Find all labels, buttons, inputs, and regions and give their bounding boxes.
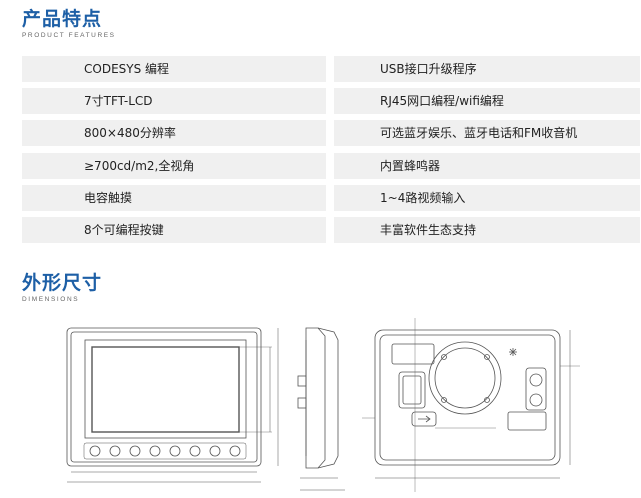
feature-left: 电容触摸: [22, 184, 326, 211]
features-title: 产品特点: [22, 8, 103, 30]
side-view: [297, 327, 345, 491]
feature-left: ≥700cd/m2,全视角: [22, 152, 326, 179]
feature-right: 可选蓝牙娱乐、蓝牙电话和FM收音机: [334, 120, 640, 147]
feature-left: CODESYS 编程: [22, 56, 326, 82]
usb-icon: [418, 415, 431, 423]
connector-icon: [398, 371, 426, 409]
features-subtitle: PRODUCT FEATURES: [22, 32, 116, 39]
front-buttons: [83, 442, 247, 460]
feature-left: 7寸TFT-LCD: [22, 88, 326, 115]
feature-left: 800×480分辨率: [22, 120, 326, 147]
feature-right: USB接口升级程序: [334, 56, 640, 82]
dimensions-subtitle: DIMENSIONS: [22, 296, 80, 303]
dimension-drawings-svg: [66, 318, 580, 492]
feature-right: 丰富软件生态支持: [334, 216, 640, 243]
feature-row: 8个可编程按键 丰富软件生态支持: [22, 216, 640, 243]
feature-row: CODESYS 编程 USB接口升级程序: [22, 56, 640, 82]
dimensions-title: 外形尺寸: [22, 272, 103, 294]
feature-row: 800×480分辨率 可选蓝牙娱乐、蓝牙电话和FM收音机: [22, 120, 640, 147]
feature-right: 内置蜂鸣器: [334, 152, 640, 179]
front-view: [66, 327, 279, 483]
feature-row: 7寸TFT-LCD RJ45网口编程/wifi编程: [22, 88, 640, 115]
feature-right: RJ45网口编程/wifi编程: [334, 88, 640, 115]
snowflake-icon: [509, 348, 517, 356]
feature-right: 1~4路视频输入: [334, 184, 640, 211]
feature-row: 电容触摸 1~4路视频输入: [22, 184, 640, 211]
feature-left: 8个可编程按键: [22, 216, 326, 243]
back-view: [362, 318, 580, 492]
features-table: CODESYS 编程 USB接口升级程序 7寸TFT-LCD RJ45网口编程/…: [22, 56, 640, 249]
dimension-drawings: [0, 300, 641, 498]
feature-row: ≥700cd/m2,全视角 内置蜂鸣器: [22, 152, 640, 179]
